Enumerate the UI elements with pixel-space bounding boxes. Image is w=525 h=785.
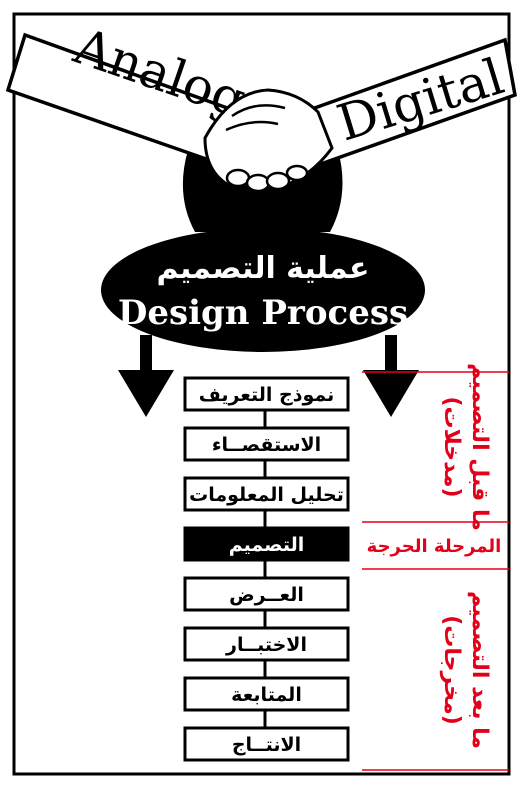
step-box-frame (183, 376, 350, 412)
step-box: الاستقصــاء (183, 426, 350, 462)
step-label: الانتــاج (232, 734, 301, 756)
post-design-label: ما بعد التصميم (467, 591, 492, 749)
step-label: المتابعة (231, 684, 302, 706)
step-box: التصميم (183, 526, 350, 562)
step-box-frame (183, 426, 350, 462)
step-box-frame (183, 626, 350, 662)
digital-label: Digital (331, 47, 511, 152)
step-label: الاختبــار (225, 634, 307, 656)
step-box: العــرض (183, 576, 350, 612)
pre-design-phase: ما قبل التصميم (مدخلات) (439, 363, 492, 531)
step-label: تحليل المعلومات (189, 484, 344, 506)
step-box-frame (183, 726, 350, 762)
critical-phase-label: المرحلة الحرجة (367, 536, 502, 557)
step-box: المتابعة (183, 676, 350, 712)
process-ellipse (101, 228, 425, 352)
post-design-phase: ما بعد التصميم (مخرجات) (439, 591, 492, 749)
process-title-ar: عملية التصميم (157, 251, 370, 286)
step-label: التصميم (229, 534, 305, 556)
step-label: نموذج التعريف (199, 384, 335, 406)
process-title-en: Design Process (118, 293, 408, 333)
step-box: تحليل المعلومات (183, 476, 350, 512)
step-label: العــرض (229, 584, 304, 606)
step-box-frame (183, 576, 350, 612)
handshake-icon (203, 88, 334, 193)
steps-column: نموذج التعريف الاستقصــاء تحليل المعلومات ا… (183, 376, 350, 762)
down-arrow-icon (118, 335, 174, 417)
post-design-sub: (مخرجات) (439, 615, 464, 725)
step-box-frame (183, 476, 350, 512)
step-label: الاستقصــاء (212, 434, 321, 456)
step-box-frame (183, 676, 350, 712)
step-box: نموذج التعريف (183, 376, 350, 412)
pre-design-sub: (مدخلات) (439, 396, 464, 497)
down-arrow-icon (363, 335, 419, 417)
step-box: الاختبــار (183, 626, 350, 662)
outer-frame (12, 12, 511, 776)
step-box: الانتــاج (183, 726, 350, 762)
step-box-highlighted (183, 526, 350, 562)
pre-design-label: ما قبل التصميم (467, 363, 492, 531)
phase-separators (362, 371, 509, 771)
